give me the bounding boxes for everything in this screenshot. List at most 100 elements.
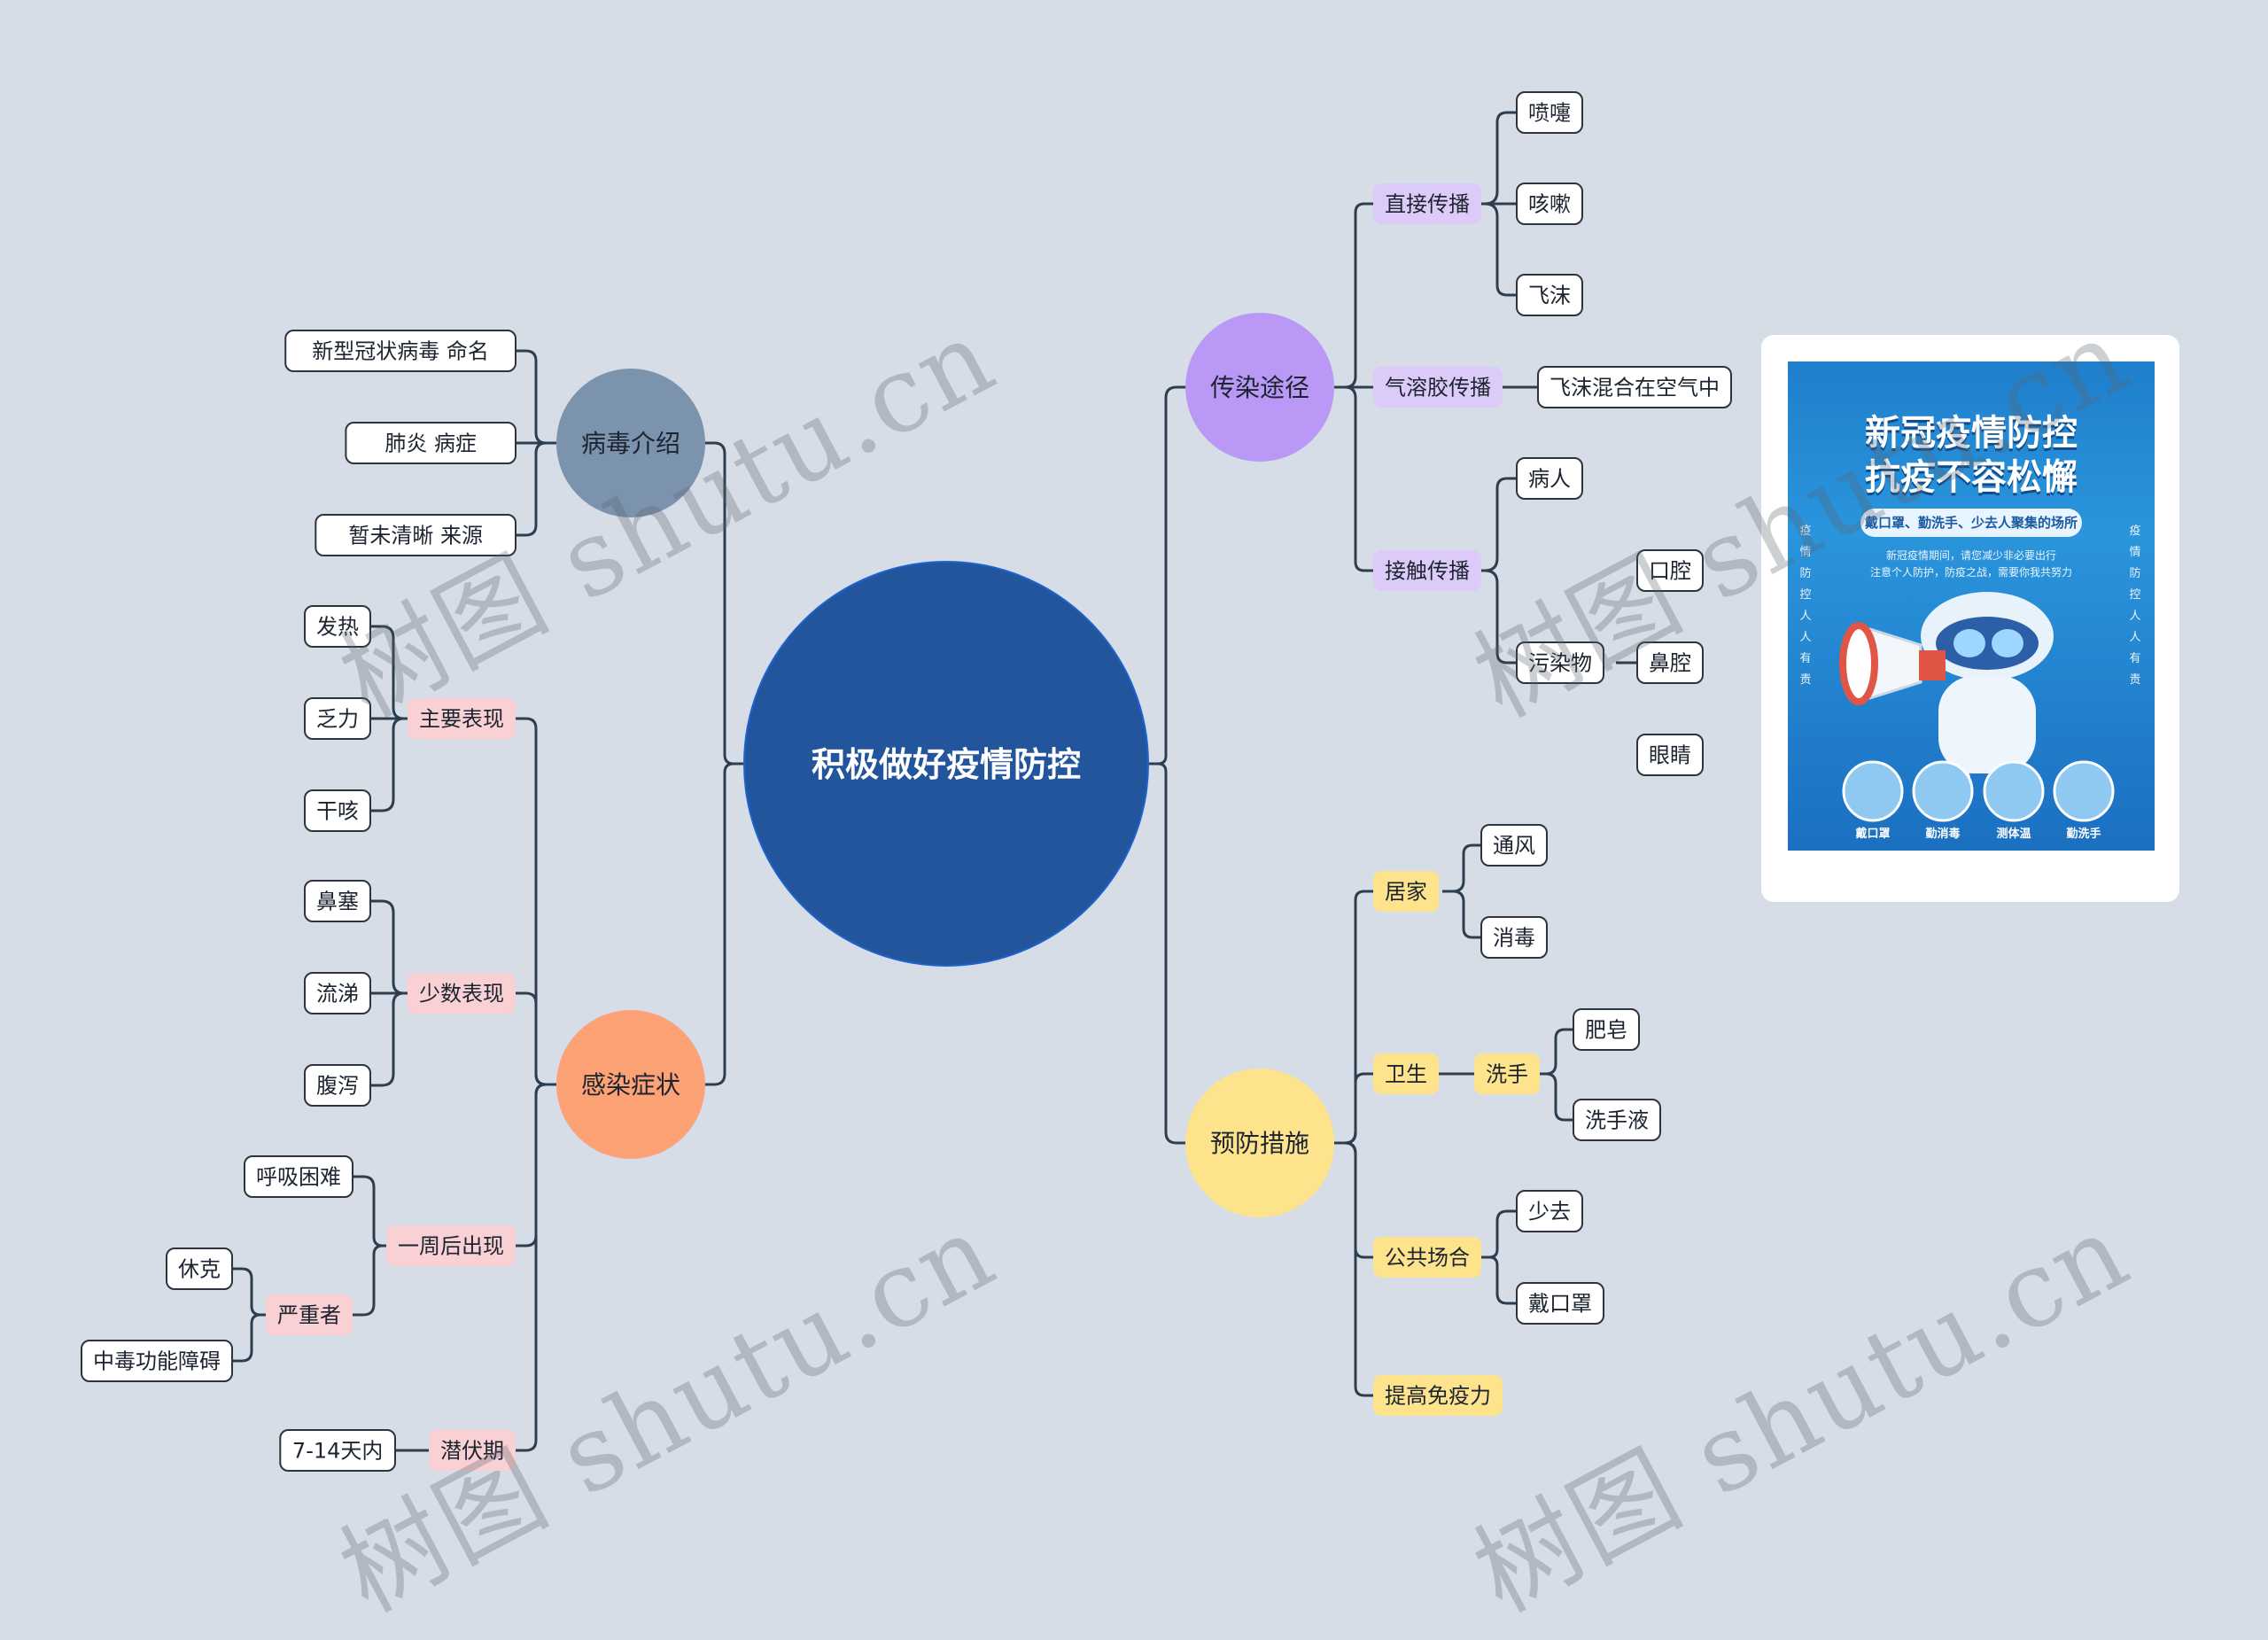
poster-label-temperature: 测体温 <box>1996 828 2031 841</box>
symptom-main-node[interactable] <box>408 698 516 739</box>
transmission-node-label: 传染途径 <box>1210 373 1309 402</box>
transmission-direct-item-2[interactable] <box>1516 274 1583 316</box>
prevention-disinfect-node[interactable] <box>1480 916 1548 959</box>
transmission-contaminant-item-2[interactable] <box>1636 734 1704 776</box>
poster-illustration <box>1839 592 2054 796</box>
virus-intro-node[interactable] <box>556 369 705 517</box>
connector-line <box>516 349 556 445</box>
virus-intro-node-label: 病毒介绍 <box>581 429 680 458</box>
prevention-go-less-node[interactable] <box>1516 1190 1583 1232</box>
transmission-direct-node[interactable] <box>1373 183 1481 224</box>
symptom-minor-item-1[interactable] <box>304 972 371 1014</box>
prevention-immunity-node[interactable] <box>1373 1375 1503 1416</box>
symptom-main-item-1[interactable] <box>304 697 371 740</box>
root-node-label: 积极做好疫情防控 <box>812 745 1081 784</box>
virus-disease-node[interactable] <box>345 422 517 464</box>
prevention-handsanitizer-node-label: 洗手液 <box>1585 1108 1649 1133</box>
poster-body-line-1: 新冠疫情期间，请您减少非必要出行 <box>1885 549 2056 562</box>
transmission-contaminant-node[interactable] <box>1516 641 1604 684</box>
root-node[interactable] <box>743 561 1149 967</box>
prevention-handsanitizer-node[interactable] <box>1573 1099 1661 1141</box>
transmission-aerosol-item[interactable] <box>1537 366 1732 408</box>
symptom-breathing-node[interactable] <box>244 1155 353 1198</box>
prevention-home-node-label: 居家 <box>1385 880 1427 905</box>
transmission-direct-item-1-label: 咳嗽 <box>1528 192 1571 217</box>
transmission-contaminant-item-0-label: 口腔 <box>1649 559 1691 584</box>
poster-side-text-right: 疫情防控人人有责 <box>2129 525 2141 687</box>
symptom-incubation-node[interactable] <box>429 1430 516 1471</box>
connector-line <box>1334 385 1373 572</box>
transmission-aerosol-node-label: 气溶胶传播 <box>1385 376 1491 400</box>
symptom-main-item-2[interactable] <box>304 789 371 832</box>
connector-line <box>353 1244 392 1317</box>
connector-line <box>353 1175 392 1247</box>
connector-line <box>370 717 415 812</box>
symptom-incubation-node-label: 潜伏期 <box>440 1439 504 1464</box>
transmission-contact-node[interactable] <box>1373 550 1481 591</box>
transmission-contaminant-item-1[interactable] <box>1636 641 1704 684</box>
connector-line <box>1150 762 1187 1145</box>
prevention-soap-node[interactable] <box>1573 1008 1640 1051</box>
poster-image[interactable]: 新冠疫情防控 抗疫不容松懈 戴口罩、勤洗手、少去人聚集的场所 新冠疫情期间，请您… <box>1761 335 2179 902</box>
symptom-incubation-days-node-label: 7-14天内 <box>292 1439 383 1464</box>
symptom-week-node-label: 一周后出现 <box>398 1234 504 1259</box>
symptom-minor-node[interactable] <box>408 973 516 1014</box>
symptom-shock-node-label: 休克 <box>178 1257 221 1282</box>
symptom-main-item-0[interactable] <box>304 605 371 648</box>
transmission-patient-node[interactable] <box>1516 457 1583 500</box>
prevention-handwash-node[interactable] <box>1474 1053 1540 1094</box>
poster-side-text-left: 疫情防控人人有责 <box>1799 525 1812 687</box>
poster-subtitle: 戴口罩、勤洗手、少去人聚集的场所 <box>1860 509 2082 537</box>
symptom-minor-item-2-label: 腹泻 <box>316 1074 359 1099</box>
virus-name-node-label: 新型冠状病毒 命名 <box>312 339 489 364</box>
transmission-direct-item-2-label: 飞沫 <box>1528 284 1571 308</box>
transmission-node[interactable] <box>1185 313 1334 462</box>
prevention-hygiene-node[interactable] <box>1373 1053 1439 1094</box>
prevention-soap-node-label: 肥皂 <box>1585 1018 1627 1043</box>
prevention-public-node[interactable] <box>1373 1237 1481 1278</box>
symptom-dysfunction-node-label: 中毒功能障碍 <box>93 1349 221 1374</box>
transmission-contaminant-item-0[interactable] <box>1636 549 1704 592</box>
poster-artwork: 新冠疫情防控 抗疫不容松懈 戴口罩、勤洗手、少去人聚集的场所 新冠疫情期间，请您… <box>1788 361 2155 851</box>
transmission-direct-item-1[interactable] <box>1516 183 1583 225</box>
connector-line <box>1481 1255 1517 1305</box>
connector-line <box>1334 1141 1373 1259</box>
connector-line <box>1536 1028 1573 1076</box>
symptom-main-item-0-label: 发热 <box>316 615 359 640</box>
poster-title-2: 抗疫不容松懈 <box>1865 457 2078 498</box>
prevention-home-node[interactable] <box>1373 871 1439 912</box>
poster-title-1: 新冠疫情防控 <box>1865 413 2078 454</box>
prevention-handwash-node-label: 洗手 <box>1486 1062 1528 1087</box>
symptom-week-node[interactable] <box>386 1225 516 1266</box>
prevention-ventilate-node[interactable] <box>1480 824 1548 867</box>
symptom-dysfunction-node[interactable] <box>81 1340 233 1382</box>
prevention-mask-node[interactable] <box>1516 1282 1604 1325</box>
transmission-aerosol-node[interactable] <box>1373 367 1503 408</box>
symptom-minor-item-2[interactable] <box>304 1064 371 1107</box>
transmission-direct-item-0[interactable] <box>1516 91 1583 134</box>
symptom-minor-item-0[interactable] <box>304 880 371 922</box>
poster-body-line-2: 注意个人防护，防疫之战，需要你我共努力 <box>1869 566 2072 579</box>
symptom-shock-node[interactable] <box>166 1247 233 1290</box>
symptom-minor-item-1-label: 流涕 <box>316 982 359 1007</box>
prevention-node[interactable] <box>1185 1069 1334 1217</box>
symptoms-node[interactable] <box>556 1010 705 1159</box>
virus-name-node[interactable] <box>284 330 517 372</box>
symptom-minor-item-0-label: 鼻塞 <box>316 890 359 914</box>
symptom-main-item-1-label: 乏力 <box>316 707 359 732</box>
transmission-direct-item-0-label: 喷嚏 <box>1528 101 1571 126</box>
connector-line <box>516 991 556 1086</box>
connector-line <box>516 1083 556 1452</box>
transmission-contaminant-node-label: 污染物 <box>1528 651 1592 676</box>
virus-source-node[interactable] <box>315 514 517 556</box>
poster-label-mask: 戴口罩 <box>1855 828 1891 841</box>
connector-line <box>1442 890 1481 939</box>
prevention-mask-node-label: 戴口罩 <box>1528 1292 1592 1317</box>
poster-label-handwash: 勤洗手 <box>2066 828 2101 841</box>
prevention-ventilate-node-label: 通风 <box>1493 834 1535 859</box>
symptom-severe-node-label: 严重者 <box>277 1303 341 1328</box>
symptom-incubation-days-node[interactable] <box>279 1429 396 1472</box>
symptom-severe-node[interactable] <box>266 1294 353 1335</box>
